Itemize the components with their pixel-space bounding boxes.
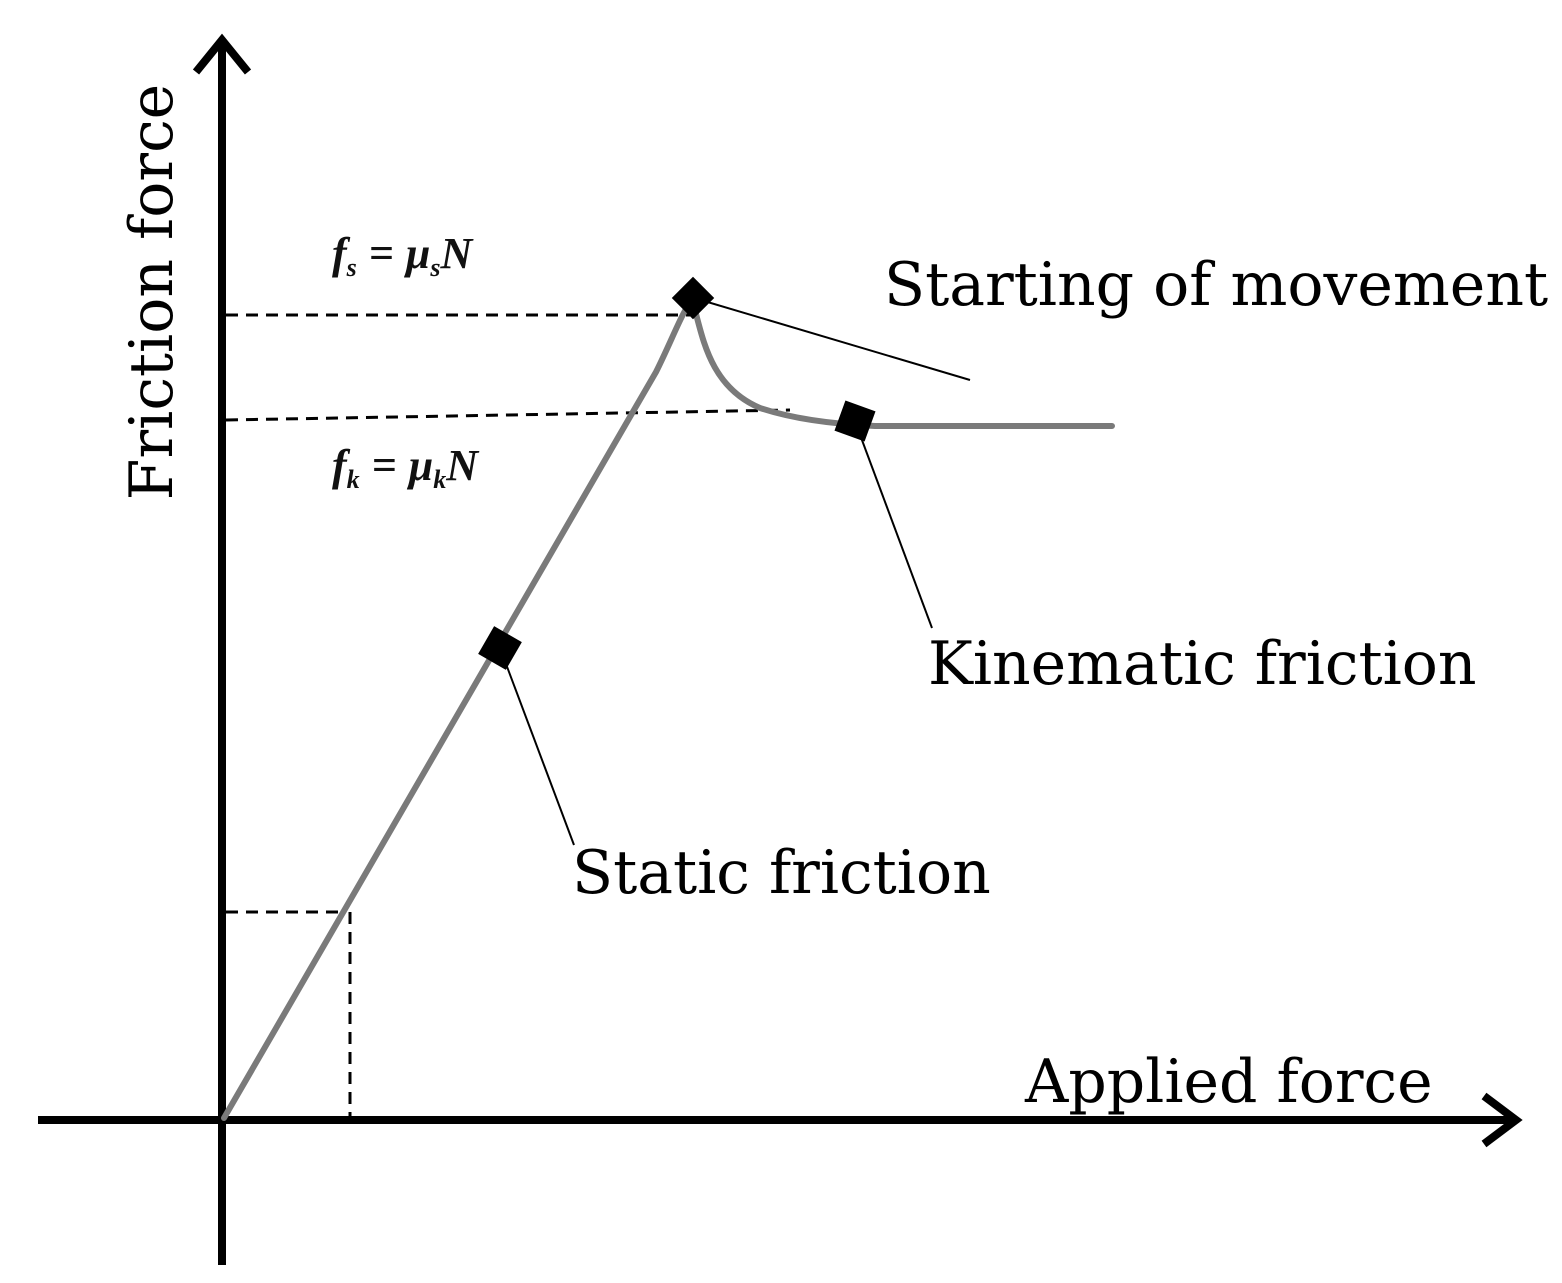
kinematic-leader-line (855, 423, 933, 629)
eq-static-mu-sub: s (429, 253, 440, 282)
eq-kinetic-mu-sub: k (433, 465, 446, 494)
kinematic-friction-label: Kinematic friction (928, 629, 1477, 699)
x-axis-label: Applied force (1024, 1047, 1433, 1117)
eq-kinetic-equals: = (372, 441, 397, 490)
eq-static-f-sub: s (346, 253, 357, 282)
eq-static-n: N (439, 229, 474, 278)
eq-static-mu: μ (404, 229, 430, 278)
kinetic-friction-equation: fk=μkN (332, 441, 480, 494)
eq-kinetic-mu: μ (407, 441, 433, 490)
eq-kinetic-f-sub: k (347, 465, 360, 494)
static-friction-label: Static friction (572, 838, 991, 908)
eq-kinetic-f: f (332, 441, 351, 490)
friction-curve (221, 297, 1115, 1121)
start-leader-line (693, 297, 971, 381)
eq-kinetic-n: N (445, 441, 480, 490)
y-axis-arrowhead (192, 33, 252, 75)
starting-of-movement-label: Starting of movement (884, 250, 1548, 320)
kinetic-level-dashed-line (225, 408, 791, 422)
eq-static-equals: = (369, 229, 394, 278)
static-leader-line (499, 647, 575, 846)
eq-static-f: f (332, 229, 351, 278)
static-marker (478, 626, 522, 670)
x-axis-arrowhead (1481, 1092, 1523, 1148)
y-axis-label: Friction force (117, 84, 187, 500)
kinematic-marker (834, 400, 876, 442)
static-friction-equation: fs=μsN (332, 229, 474, 282)
start-marker (671, 276, 715, 320)
